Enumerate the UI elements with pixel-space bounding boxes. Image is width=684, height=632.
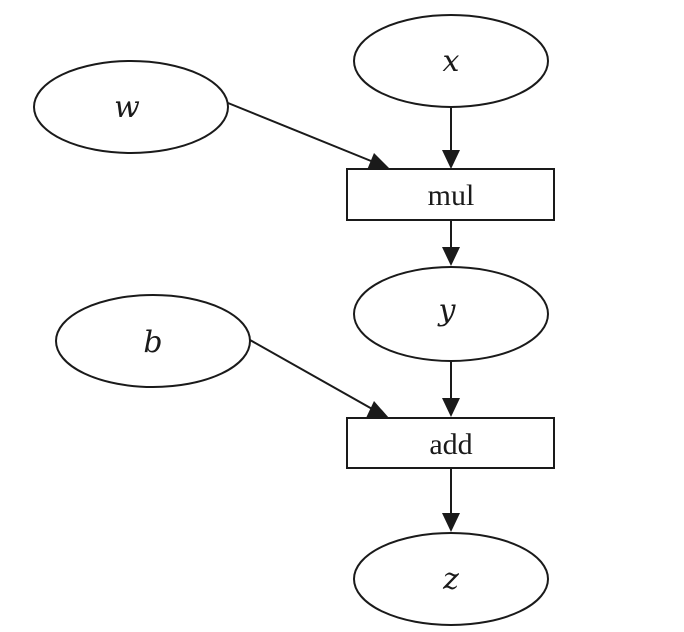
edge-b-to-add (249, 339, 375, 411)
edges (227, 100, 460, 532)
edge-x-to-mul-arrowhead (442, 150, 460, 169)
node-x-ellipse (353, 14, 549, 108)
node-b-ellipse (55, 294, 251, 388)
node-mul-box (346, 168, 555, 221)
node-add: add (346, 417, 555, 469)
node-w-ellipse (33, 60, 229, 154)
node-b-label: b (143, 325, 162, 360)
node-y-label: y (437, 293, 457, 328)
node-y-ellipse (353, 266, 549, 362)
node-x-label: x (443, 44, 460, 79)
edge-b-to-add-arrowhead (366, 401, 389, 418)
node-z-ellipse (353, 532, 549, 626)
node-add-box (346, 417, 555, 469)
edge-w-to-mul-arrowhead (367, 153, 390, 170)
node-z-label: z (442, 562, 459, 597)
edge-w-to-mul (227, 102, 377, 164)
edge-add-to-z-arrowhead (442, 513, 460, 532)
node-z: z (353, 532, 549, 626)
node-w-label: w (114, 90, 140, 125)
node-add-label: add (429, 428, 472, 461)
node-mul: mul (346, 168, 555, 221)
node-y: y (353, 266, 549, 362)
edge-mul-to-y-arrowhead (442, 247, 460, 266)
node-b: b (55, 294, 251, 388)
node-w: w (33, 60, 229, 154)
node-x: x (353, 14, 549, 108)
edge-y-to-add-arrowhead (442, 398, 460, 417)
node-mul-label: mul (428, 179, 475, 212)
